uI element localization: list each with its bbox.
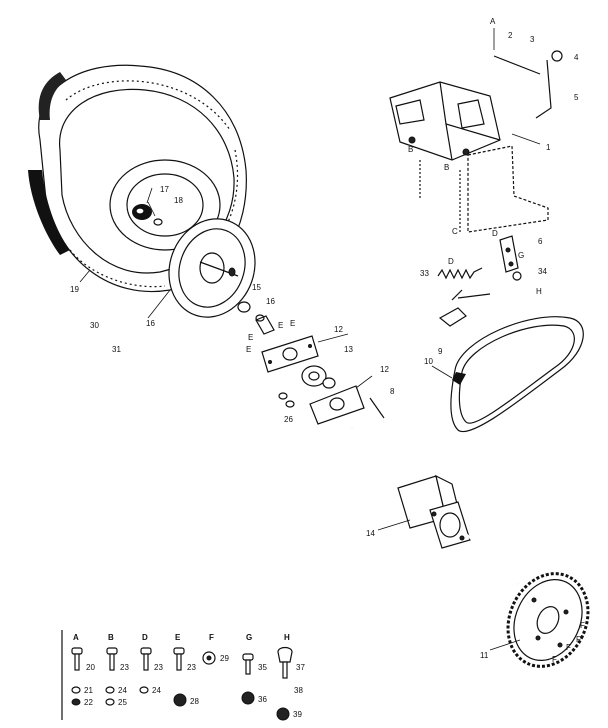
key-num-4: 23 <box>120 663 129 672</box>
axle-shaft <box>351 427 421 481</box>
callout-30: 30 <box>90 321 99 330</box>
key-num-8: 24 <box>152 686 161 695</box>
key-num-14: 37 <box>296 663 305 672</box>
letter-e-2: E <box>290 319 295 328</box>
mounting-bracket <box>419 145 549 233</box>
callout-16b: 16 <box>266 297 275 306</box>
callout-31: 31 <box>112 345 121 354</box>
letter-a: A <box>490 17 496 26</box>
callout-15: 15 <box>252 283 261 292</box>
brake-cam <box>438 289 491 327</box>
callout-4: 4 <box>574 53 579 62</box>
key-num-7: 23 <box>154 663 163 672</box>
key-header-b: B <box>108 633 114 642</box>
callout-11: 11 <box>480 651 489 660</box>
callout-9: 9 <box>438 347 443 356</box>
letter-e-1: E <box>278 321 283 330</box>
key-header-g: G <box>246 633 252 642</box>
letter-d-1: D <box>492 229 498 238</box>
wheel-hub <box>168 218 256 318</box>
callout-18: 18 <box>174 196 183 205</box>
key-num-3: 22 <box>84 698 93 707</box>
callout-12b: 12 <box>380 365 389 374</box>
letter-e-3: E <box>248 333 253 342</box>
bushing <box>255 314 275 335</box>
letter-f-3: F <box>566 643 571 652</box>
callout-8: 8 <box>390 387 395 396</box>
shift-link <box>499 235 519 273</box>
spring <box>437 267 483 280</box>
bearing-assembly <box>278 365 336 408</box>
callout-19: 19 <box>70 285 79 294</box>
leader-lines <box>79 28 541 651</box>
letter-f-2: F <box>576 635 581 644</box>
key-num-1: 20 <box>86 663 95 672</box>
callout-13: 13 <box>344 345 353 354</box>
key-header-f: F <box>209 633 214 642</box>
callout-labels: 1 2 3 4 5 6 8 9 10 11 12 12 13 14 15 16 … <box>70 31 579 660</box>
key-header-a: A <box>73 633 79 642</box>
letter-e-4: E <box>246 345 251 354</box>
key-header-h: H <box>284 633 290 642</box>
transmission <box>389 50 563 161</box>
callout-33: 33 <box>420 269 429 278</box>
key <box>369 397 385 419</box>
hardware-key: A B D E F G H <box>61 630 305 721</box>
callout-2: 2 <box>508 31 513 40</box>
key-header-d: D <box>142 633 148 642</box>
callout-10: 10 <box>424 357 433 366</box>
key-num-16: 39 <box>293 710 302 719</box>
letter-g: G <box>518 251 524 260</box>
bearing-plate-front <box>261 335 319 373</box>
callout-5: 5 <box>574 93 579 102</box>
key-num-13: 36 <box>258 695 267 704</box>
key-num-12: 35 <box>258 663 267 672</box>
callout-1: 1 <box>546 143 551 152</box>
callout-16a: 16 <box>146 319 155 328</box>
letter-f-4: F <box>552 655 557 664</box>
cotter-pin <box>512 271 522 281</box>
key-num-15: 38 <box>294 686 303 695</box>
callout-14: 14 <box>366 529 375 538</box>
retaining-ring <box>237 301 251 313</box>
nut-washer-icons <box>71 651 290 721</box>
callout-26: 26 <box>284 415 293 424</box>
callout-3: 3 <box>530 35 535 44</box>
reference-letters: A B B C D D E E E E F F F F G H <box>246 17 585 664</box>
callout-12a: 12 <box>334 325 343 334</box>
differential-housing <box>397 474 519 585</box>
key-num-6: 25 <box>118 698 127 707</box>
callout-34: 34 <box>538 267 547 276</box>
letter-c: C <box>452 227 458 236</box>
letter-f-1: F <box>580 621 585 630</box>
bearing-plate-rear <box>309 385 365 425</box>
key-num-2: 21 <box>84 686 93 695</box>
bolt-icon <box>71 646 293 679</box>
callout-17: 17 <box>160 185 169 194</box>
letter-b-2: B <box>444 163 449 172</box>
key-num-11: 28 <box>190 697 199 706</box>
letter-d-2: D <box>448 257 454 266</box>
letter-b-1: B <box>408 145 413 154</box>
sprocket <box>506 572 590 668</box>
key-num-9: 23 <box>187 663 196 672</box>
key-num-5: 24 <box>118 686 127 695</box>
callout-6: 6 <box>538 237 543 246</box>
key-header-e: E <box>175 633 181 642</box>
key-num-10: 29 <box>220 654 229 663</box>
drive-belt <box>450 316 584 433</box>
letter-h: H <box>536 287 542 296</box>
